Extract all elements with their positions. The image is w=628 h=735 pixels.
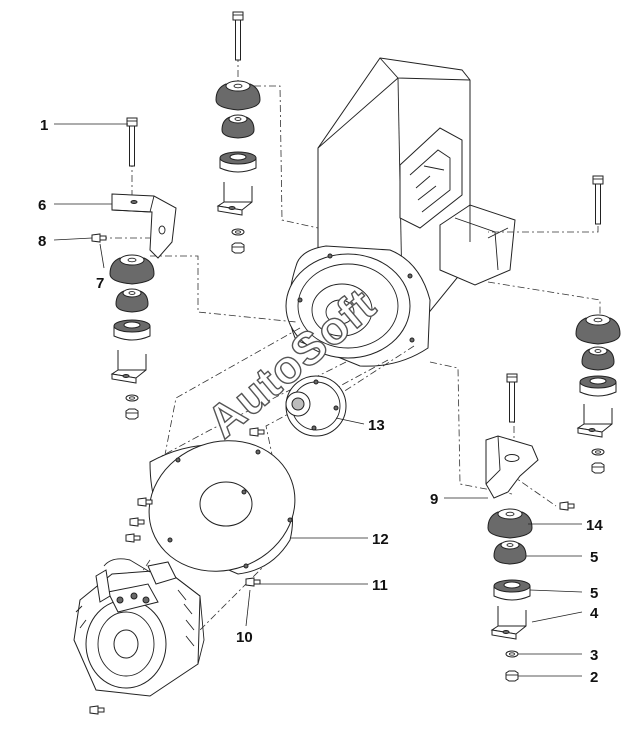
callout-6: 6 [38, 197, 46, 214]
callout-8: 8 [38, 233, 46, 250]
callout-2: 2 [590, 669, 598, 686]
callout-14: 14 [586, 517, 603, 534]
callout-4: 4 [590, 605, 599, 622]
electric-motor [73, 558, 205, 715]
upper-mount-stack [215, 11, 261, 254]
adapter-plate [148, 440, 296, 575]
lower-right-mount-stack [485, 373, 575, 682]
drive-coupling [249, 375, 347, 437]
flywheel-housing [285, 245, 431, 367]
callout-9: 9 [430, 491, 438, 508]
callout-12: 12 [372, 531, 389, 548]
callout-10: 10 [236, 629, 253, 646]
left-mount-stack [91, 117, 177, 420]
callout-3: 3 [590, 647, 598, 664]
leader-lines [53, 123, 583, 677]
callout-1: 1 [40, 117, 48, 134]
callout-13: 13 [368, 417, 385, 434]
callout-11: 11 [372, 577, 388, 594]
right-mount-stack [575, 175, 621, 474]
callout-7: 7 [96, 275, 104, 292]
callout-labels: 1 6 8 7 13 9 12 11 10 14 5 5 4 3 2 [38, 117, 603, 686]
callout-5a: 5 [590, 549, 598, 566]
callout-5b: 5 [590, 585, 598, 602]
